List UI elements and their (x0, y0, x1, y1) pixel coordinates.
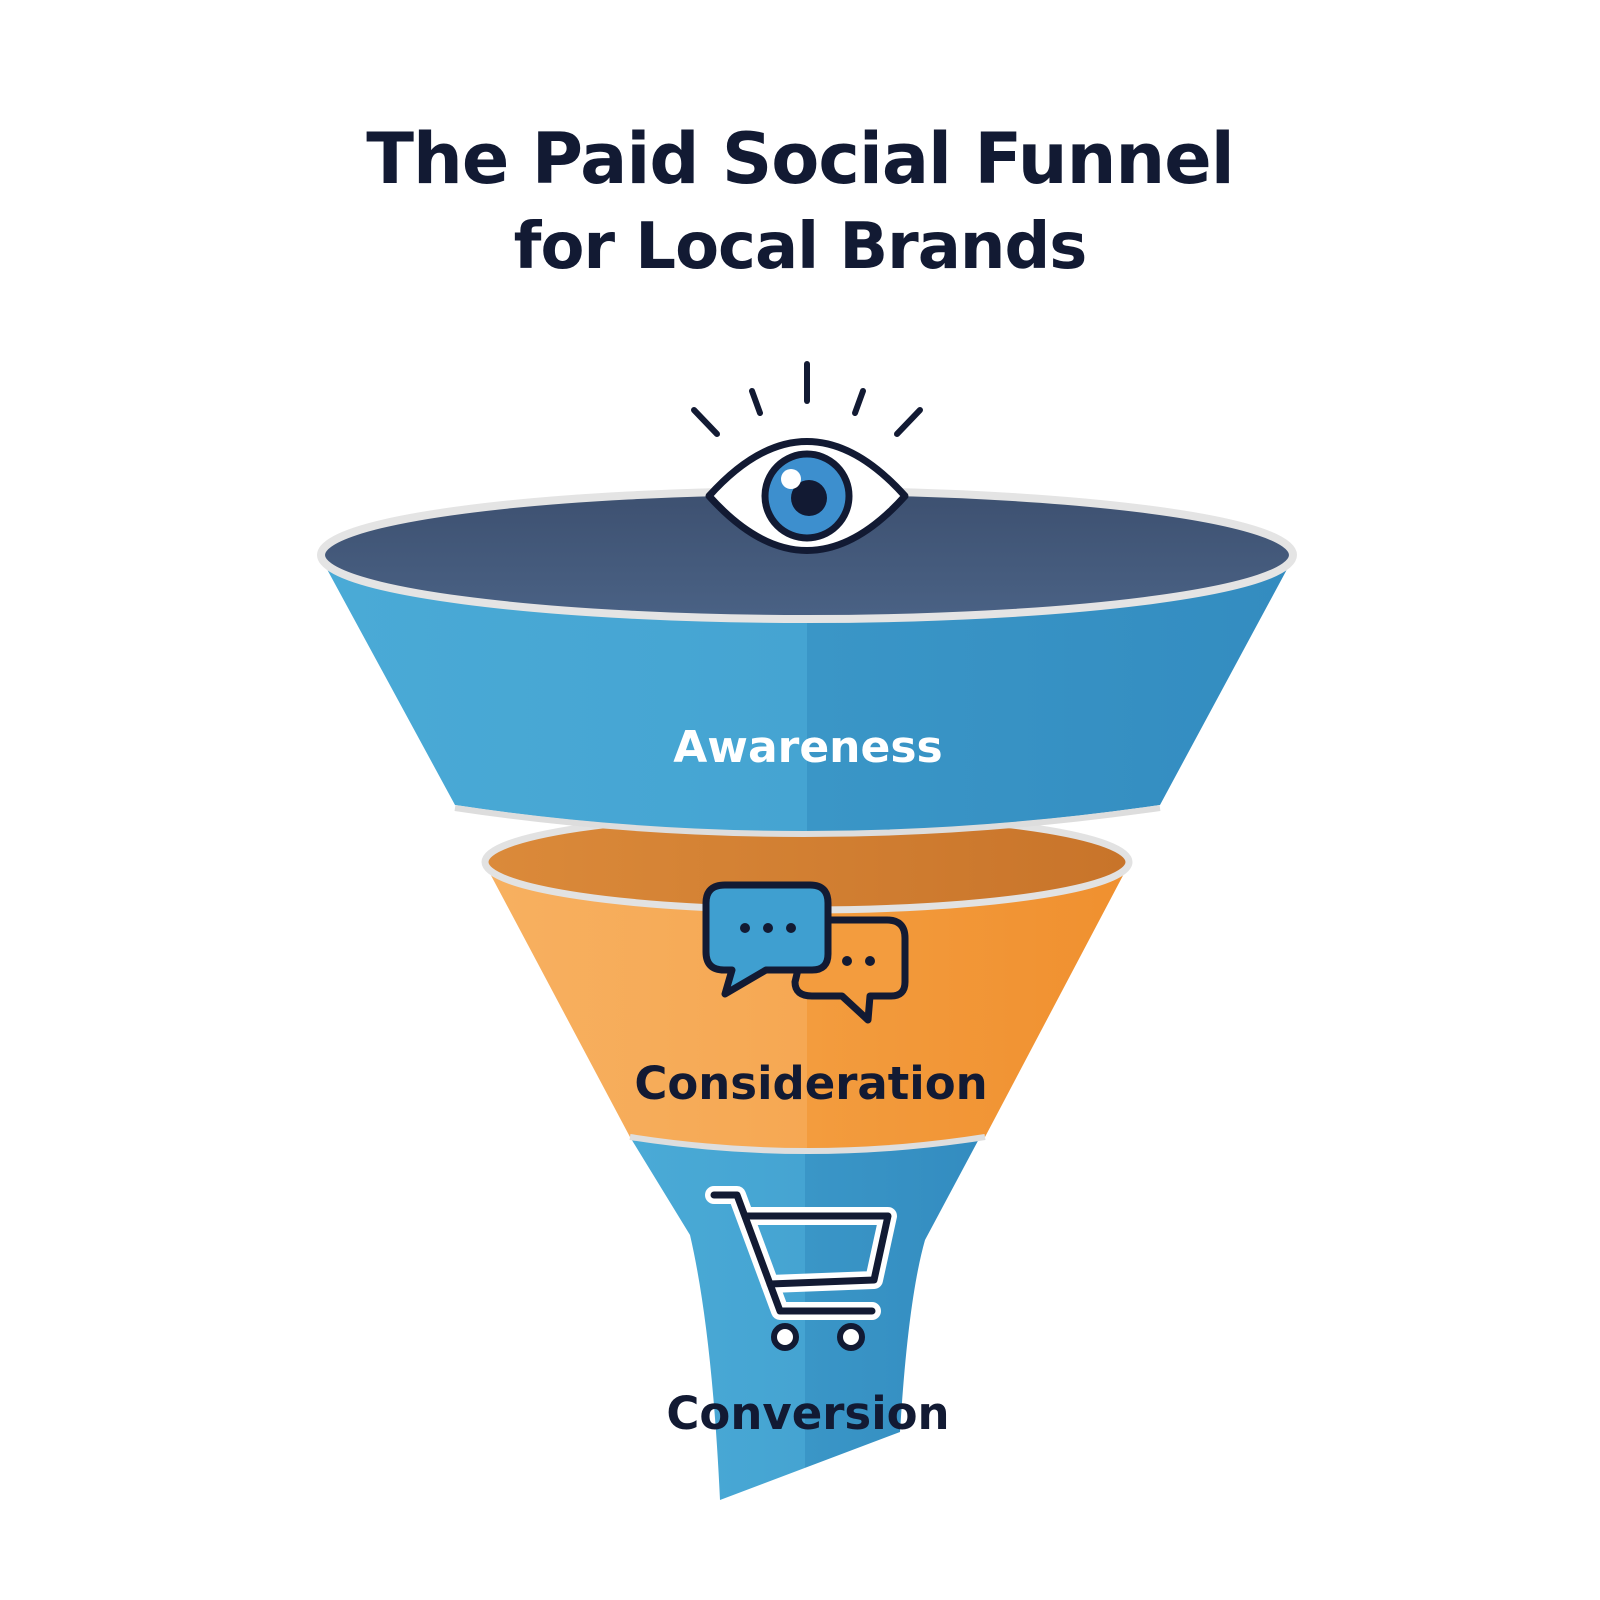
consideration-bottom-rim (629, 1134, 986, 1154)
stage-label-conversion: Conversion (666, 1387, 949, 1440)
consideration-segment (481, 810, 1133, 1154)
awareness-segment (317, 487, 1297, 837)
stage-label-awareness: Awareness (673, 722, 942, 773)
title-line-2: for Local Brands (513, 210, 1088, 284)
awareness-bottom-rim (454, 805, 1161, 837)
awareness-body (322, 560, 1292, 832)
shopping-cart-icon (705, 1186, 897, 1351)
chat-bubbles-icon (702, 881, 909, 1024)
consideration-body (486, 866, 1128, 1151)
eye-icon (691, 361, 923, 554)
stage-label-consideration: Consideration (634, 1057, 987, 1110)
title-line-1: The Paid Social Funnel (366, 118, 1234, 200)
